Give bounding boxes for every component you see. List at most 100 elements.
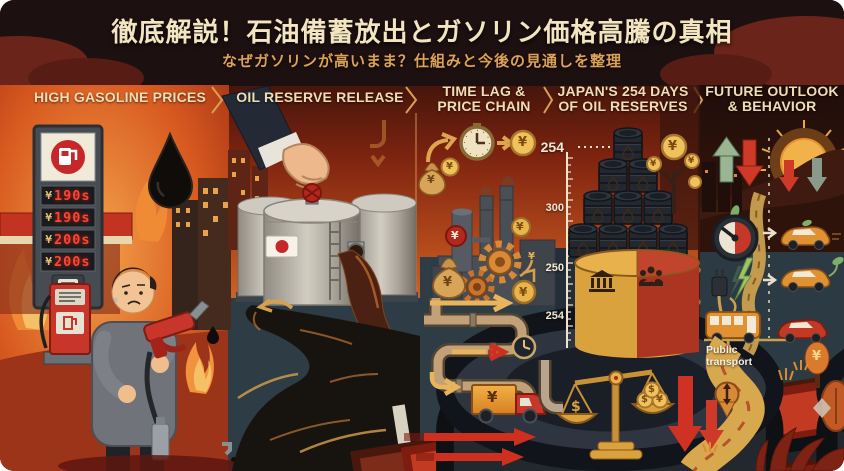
yen-symbol: ¥ [446, 161, 453, 172]
pump-hose [39, 294, 52, 349]
fuel-dispenser [39, 283, 99, 365]
price-value: 190s [54, 209, 91, 226]
section-header-oil-reserves: JAPAN'S 254 DAYS OF OIL RESERVES [557, 83, 689, 115]
yen-symbol: ¥ [45, 233, 53, 246]
balance-scale-icon [555, 369, 676, 460]
yen-coin-icon [509, 129, 537, 157]
yen-symbol: ¥ [528, 251, 535, 262]
yen-symbol: ¥ [516, 220, 524, 233]
yen-symbol: ¥ [487, 388, 498, 406]
yen-coin-icon [511, 279, 537, 305]
jerry-can [151, 417, 170, 461]
gears [459, 240, 536, 305]
tank-ladder [329, 222, 341, 300]
yen-symbol: ¥ [45, 255, 53, 268]
hand-turning-valve [221, 85, 330, 203]
page-title: 徹底解説！石油備蓄放出とガソリン価格高騰の真相 [111, 17, 733, 47]
scene-oil-reserve-release [217, 85, 844, 471]
page-subtitle: なぜガソリンが高いまま？仕組みと今後の見通しを整理 [221, 53, 622, 70]
gold-arrow [430, 293, 514, 313]
oil-river [232, 305, 420, 471]
pipe-elbow [541, 360, 563, 412]
price-value: 200s [54, 231, 91, 248]
yen-symbol: ¥ [45, 211, 53, 224]
arrow-right [763, 273, 778, 287]
sweat-drop [114, 297, 118, 302]
dollar-symbol: $ [571, 399, 581, 415]
leaf-icon [832, 256, 844, 266]
fuel-gauge-icon [711, 205, 759, 262]
yen-symbol: ¥ [688, 156, 695, 166]
hand [151, 355, 169, 373]
red-arrows [404, 428, 536, 466]
leaf-icon [802, 219, 812, 227]
scale-label-250: 250 [545, 262, 564, 274]
scene-high-gasoline-prices [0, 124, 844, 471]
transit-row [704, 297, 828, 344]
clock-icon [511, 334, 537, 360]
people-icon [639, 266, 663, 286]
gear-icon [478, 240, 522, 284]
scale-label-300: 300 [545, 202, 564, 214]
curved-arrow [426, 132, 458, 163]
reserve-platform [574, 249, 700, 358]
yen-symbol: ¥ [427, 173, 435, 186]
fuel-nozzle [143, 300, 210, 359]
scale-label-254-top: 254 [540, 139, 564, 155]
red-arrow [488, 342, 510, 362]
yen-symbol: ¥ [519, 285, 528, 299]
yen-coin-icon [440, 157, 460, 177]
price-value: 190s [54, 187, 91, 204]
curved-arrow [256, 298, 294, 313]
section-header-future-outlook: FUTURE OUTLOOK & BEHAVIOR [705, 83, 839, 115]
foreground-plants [755, 426, 844, 471]
yen-symbol: ¥ [45, 189, 53, 202]
pipe-arrow [370, 120, 386, 168]
dollar-symbol: $ [641, 394, 648, 405]
grass-tufts [702, 360, 809, 453]
hand [118, 385, 136, 403]
red-car-icon [777, 319, 828, 343]
dollar-symbol: $ [648, 384, 655, 395]
reserve-scale-ruler [566, 146, 614, 348]
price-value: 200s [54, 253, 91, 270]
car-icon [780, 219, 841, 250]
money-tree-icon [646, 133, 702, 214]
river-streaks [252, 311, 379, 441]
yen-symbol: ¥ [812, 349, 822, 364]
storage-tanks [236, 193, 418, 306]
scene-time-lag-price-chain [404, 123, 563, 466]
flow-clock-row [418, 123, 537, 196]
public-transport-label: Public transport [706, 344, 753, 369]
yen-symbol: ¥ [656, 394, 663, 405]
yen-symbol: ¥ [451, 229, 459, 242]
yen-symbol: ¥ [650, 159, 657, 169]
oil-pool [58, 455, 242, 471]
trend-arrows [712, 136, 827, 192]
price-row-1: ¥ 190s [42, 187, 94, 204]
yen-symbol: ¥ [668, 139, 678, 154]
gold-arrow [429, 372, 462, 396]
yen-symbol: ¥ [518, 135, 528, 150]
price-row-2: ¥ 190s [42, 209, 94, 226]
money-bag-icon [432, 258, 466, 299]
oil-drop-icon [147, 131, 194, 209]
section-header-oil-reserve-release: OIL RESERVE RELEASE [236, 89, 404, 105]
bank-icon [589, 270, 615, 292]
arrow-right [763, 226, 778, 240]
city-buildings [172, 178, 231, 330]
efficient-car-row [763, 219, 841, 250]
section-header-high-gasoline-prices: HIGH GASOLINE PRICES [33, 89, 207, 105]
scale-label-254-bottom: 254 [545, 310, 564, 322]
red-down-arrow [668, 376, 702, 452]
section-header-time-lag: TIME LAG & PRICE CHAIN [437, 83, 531, 115]
price-row-3: ¥ 200s [42, 231, 94, 248]
ev-row [711, 256, 844, 351]
japan-flag-icon [265, 235, 299, 258]
yen-symbol: ¥ [443, 275, 453, 290]
drip-oil-drop [207, 326, 219, 344]
red-down-arrow [699, 400, 724, 449]
yen-badge-icon [445, 225, 467, 247]
